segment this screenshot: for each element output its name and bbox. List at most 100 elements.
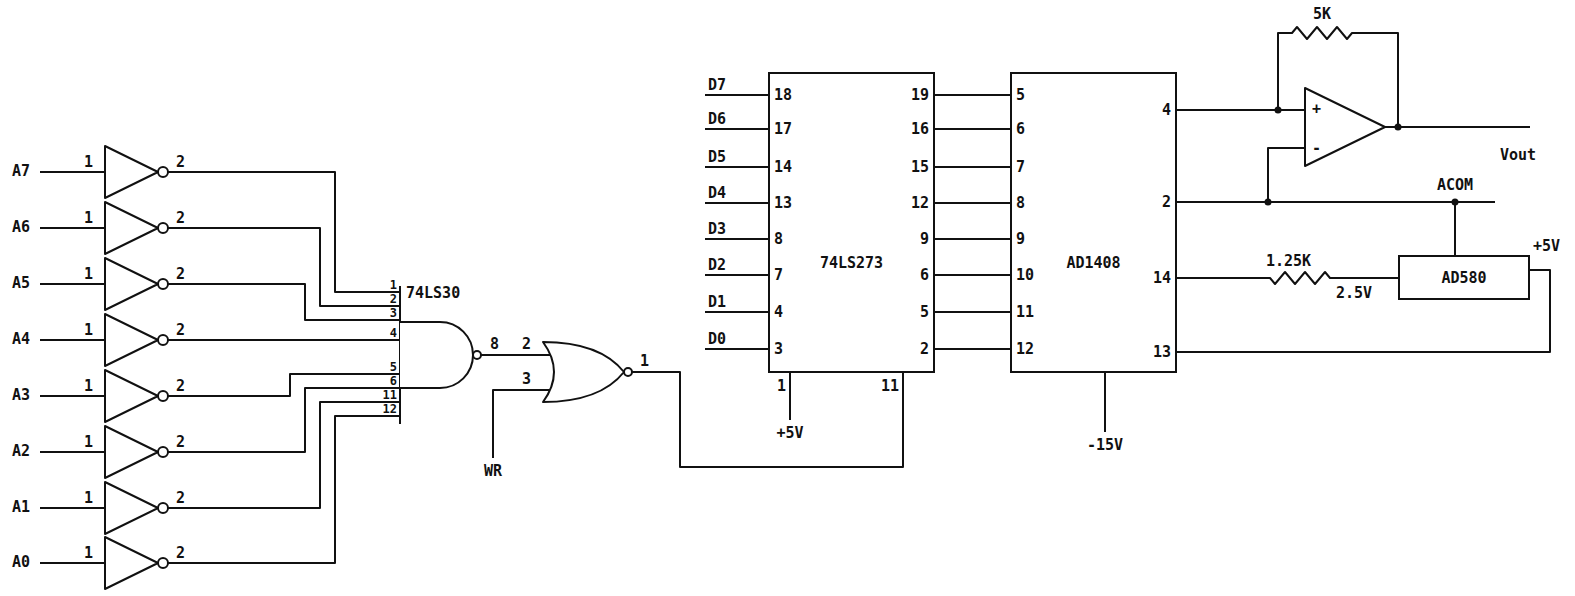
pin-number: 11 bbox=[383, 389, 397, 402]
wire bbox=[168, 339, 400, 341]
wire bbox=[935, 311, 1010, 313]
pin-number: 13 bbox=[1153, 343, 1171, 361]
pin-number: 2 bbox=[522, 335, 531, 353]
wire bbox=[1268, 148, 1305, 202]
pin-number: 12 bbox=[911, 194, 929, 212]
pin-number: 19 bbox=[911, 86, 929, 104]
pin-number: 1 bbox=[390, 279, 397, 292]
part-name: AD580 bbox=[1441, 269, 1486, 287]
signal-name: A5 bbox=[12, 274, 30, 292]
wire bbox=[40, 227, 105, 229]
pin-number: 2 bbox=[176, 489, 185, 507]
wire bbox=[40, 171, 105, 173]
signal-name: A2 bbox=[12, 442, 30, 460]
inverter-symbol bbox=[105, 146, 158, 198]
inversion-bubble bbox=[158, 558, 168, 568]
wire bbox=[1177, 109, 1305, 111]
pin-number: 6 bbox=[1016, 120, 1025, 138]
signal-name: D1 bbox=[708, 293, 726, 311]
inversion-bubble bbox=[158, 503, 168, 513]
power-wire bbox=[789, 373, 791, 420]
wire bbox=[935, 238, 1010, 240]
wire bbox=[935, 94, 1010, 96]
pin-number: 3 bbox=[390, 307, 397, 320]
pin-number: 1 bbox=[84, 209, 93, 227]
signal-name: D6 bbox=[708, 110, 726, 128]
pin-number: 14 bbox=[774, 158, 792, 176]
pin-number: 2 bbox=[176, 377, 185, 395]
opamp-symbol bbox=[1305, 88, 1385, 166]
wire bbox=[705, 311, 768, 313]
pin-number: 7 bbox=[1016, 158, 1025, 176]
reference-chip-box: AD580 bbox=[1398, 255, 1530, 300]
wire bbox=[493, 390, 550, 458]
pin-number: 1 bbox=[84, 377, 93, 395]
pin-number: 12 bbox=[383, 403, 397, 416]
inverter-symbol bbox=[105, 258, 158, 310]
wire bbox=[705, 94, 768, 96]
pin-number: 13 bbox=[774, 194, 792, 212]
wire bbox=[168, 172, 400, 292]
wire bbox=[168, 388, 400, 452]
pin-number: 6 bbox=[390, 375, 397, 388]
inverter-symbol bbox=[105, 314, 158, 366]
pin-number: 2 bbox=[176, 433, 185, 451]
pin-number: 1 bbox=[84, 489, 93, 507]
signal-name: ACOM bbox=[1437, 176, 1473, 194]
wire bbox=[705, 202, 768, 204]
component-value: 1.25K bbox=[1266, 252, 1311, 270]
inversion-bubble bbox=[158, 391, 168, 401]
pin-number: 4 bbox=[390, 327, 397, 340]
wire bbox=[40, 339, 105, 341]
inverter-symbol bbox=[105, 202, 158, 254]
wire bbox=[168, 402, 400, 508]
pin-number: 2 bbox=[176, 209, 185, 227]
pin-number: 1 bbox=[640, 352, 649, 370]
wire bbox=[168, 228, 400, 306]
pin-number: 1 bbox=[84, 265, 93, 283]
pin-number: 5 bbox=[390, 361, 397, 374]
nor-gate-symbol bbox=[543, 342, 624, 402]
pin-number: 11 bbox=[1016, 303, 1034, 321]
part-name: AD1408 bbox=[1066, 254, 1120, 272]
signal-name: WR bbox=[484, 462, 502, 480]
junction-dot bbox=[1395, 124, 1402, 131]
wire bbox=[935, 202, 1010, 204]
pin-number: 1 bbox=[84, 433, 93, 451]
signal-name: D7 bbox=[708, 76, 726, 94]
inverter-symbol bbox=[105, 482, 158, 534]
pin-number: 2 bbox=[176, 153, 185, 171]
signal-name: D3 bbox=[708, 220, 726, 238]
pin-number: 18 bbox=[774, 86, 792, 104]
pin-number: 2 bbox=[390, 293, 397, 306]
wire bbox=[705, 274, 768, 276]
signal-name: D0 bbox=[708, 330, 726, 348]
part-name: 74LS30 bbox=[406, 284, 460, 302]
wire bbox=[168, 416, 400, 563]
pin-number: 2 bbox=[176, 265, 185, 283]
inversion-bubble bbox=[473, 351, 481, 359]
pin-number: 2 bbox=[920, 340, 929, 358]
junction-dot bbox=[1275, 107, 1282, 114]
wire bbox=[40, 451, 105, 453]
wire bbox=[705, 348, 768, 350]
inversion-bubble bbox=[158, 223, 168, 233]
power-wire bbox=[1104, 373, 1106, 432]
pin-number: 2 bbox=[176, 321, 185, 339]
pin-number: 17 bbox=[774, 120, 792, 138]
inversion-bubble bbox=[158, 167, 168, 177]
pin-number: 5 bbox=[920, 303, 929, 321]
wire bbox=[935, 166, 1010, 168]
ic-chip-box: 74LS273 bbox=[768, 72, 935, 373]
pin-number: 12 bbox=[1016, 340, 1034, 358]
signal-name: A1 bbox=[12, 498, 30, 516]
wire bbox=[1177, 270, 1550, 352]
wire bbox=[40, 562, 105, 564]
signal-name: A6 bbox=[12, 218, 30, 236]
input-sign: + bbox=[1312, 100, 1321, 118]
wire bbox=[481, 354, 550, 356]
voltage-label: 2.5V bbox=[1336, 284, 1372, 302]
signal-name: Vout bbox=[1500, 146, 1536, 164]
pin-number: 6 bbox=[920, 266, 929, 284]
